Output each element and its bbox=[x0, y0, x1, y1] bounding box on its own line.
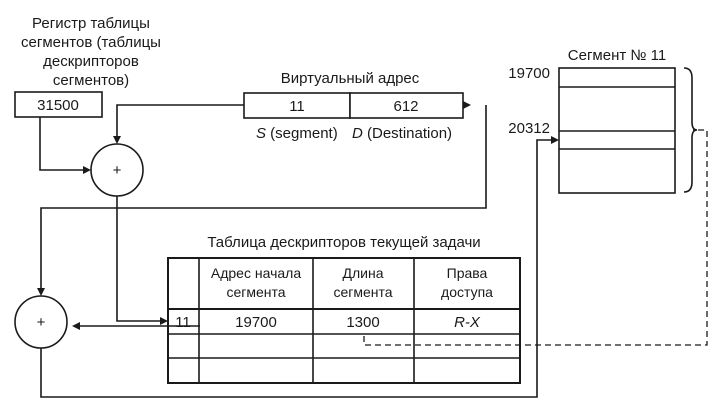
row-index: 11 bbox=[175, 314, 191, 331]
virtual-address-offset-field bbox=[349, 92, 464, 119]
offset-field-tap-arrow bbox=[463, 101, 471, 109]
virtual-address-segment-field bbox=[243, 92, 351, 119]
register-to-adder-1-line bbox=[39, 117, 86, 171]
register-title-line-1: Регистр таблицы bbox=[32, 15, 150, 32]
register-value: 31500 bbox=[37, 97, 79, 114]
length-limit-dashed-line bbox=[363, 129, 708, 346]
connection-lines bbox=[37, 101, 708, 398]
segment-target-label: 20312 bbox=[508, 120, 550, 137]
register-title-line-3: дескрипторов bbox=[43, 53, 139, 70]
header-start-line-2: сегмента bbox=[226, 284, 285, 300]
header-length-line-1: Длина bbox=[343, 265, 384, 281]
descriptor-table-title: Таблица дескрипторов текущей задачи bbox=[207, 234, 480, 251]
segment-11: Сегмент № 11 19700 20312 bbox=[508, 47, 698, 194]
segment-field-label-text: (segment) bbox=[266, 125, 338, 142]
descriptor-table-frame bbox=[167, 257, 521, 384]
header-length-line-2: сегмента bbox=[333, 284, 392, 300]
adder-2: + bbox=[14, 295, 68, 349]
offset-field-label-text: (Destination) bbox=[363, 125, 452, 142]
segment-start-label: 19700 bbox=[508, 65, 550, 82]
segment-field-label-s: S bbox=[256, 125, 266, 142]
register-to-adder-1-arrow bbox=[83, 166, 91, 174]
adder-1-to-table-line bbox=[116, 196, 163, 322]
virtual-address: Виртуальный адрес 11 612 S (segment) D (… bbox=[243, 70, 464, 142]
adder-2-to-segment-arrow bbox=[551, 136, 559, 144]
virtual-address-segment-value: 11 bbox=[289, 98, 305, 115]
adder-2-plus: + bbox=[37, 314, 46, 331]
segment-table-register: Регистр таблицы сегментов (таблицы дескр… bbox=[14, 15, 161, 118]
header-rights-line-1: Права bbox=[447, 265, 488, 281]
row-length: 1300 bbox=[346, 314, 379, 331]
adder-1: + bbox=[90, 143, 144, 197]
start-to-adder-2-arrow bbox=[72, 322, 80, 330]
row-rights: R-X bbox=[454, 314, 481, 331]
row-start-address: 19700 bbox=[235, 314, 277, 331]
offset-field-label: D (Destination) bbox=[352, 125, 452, 142]
descriptor-table: Таблица дескрипторов текущей задачи Адре… bbox=[167, 234, 521, 384]
header-rights-line-2: доступа bbox=[441, 284, 493, 300]
virtual-address-title: Виртуальный адрес bbox=[281, 70, 420, 87]
offset-to-adder-2-arrow bbox=[37, 288, 45, 296]
virtual-address-offset-value: 612 bbox=[393, 98, 418, 115]
offset-field-label-d: D bbox=[352, 125, 363, 142]
header-start-line-1: Адрес начала bbox=[211, 265, 301, 281]
segment-to-adder-1-line bbox=[116, 104, 244, 139]
adder-1-to-table-arrow bbox=[160, 317, 168, 325]
segment-to-adder-1-arrow bbox=[113, 136, 121, 144]
segment-length-brace bbox=[683, 67, 698, 193]
adder-2-to-segment-line bbox=[40, 139, 554, 398]
register-box bbox=[14, 91, 103, 118]
segment-title: Сегмент № 11 bbox=[568, 47, 666, 64]
segment-field-label: S (segment) bbox=[256, 125, 338, 142]
offset-to-adder-2-line bbox=[40, 105, 487, 291]
register-title-line-4: сегментов) bbox=[53, 72, 129, 89]
register-title-line-2: сегментов (таблицы bbox=[21, 34, 161, 51]
adder-1-plus: + bbox=[113, 162, 122, 179]
